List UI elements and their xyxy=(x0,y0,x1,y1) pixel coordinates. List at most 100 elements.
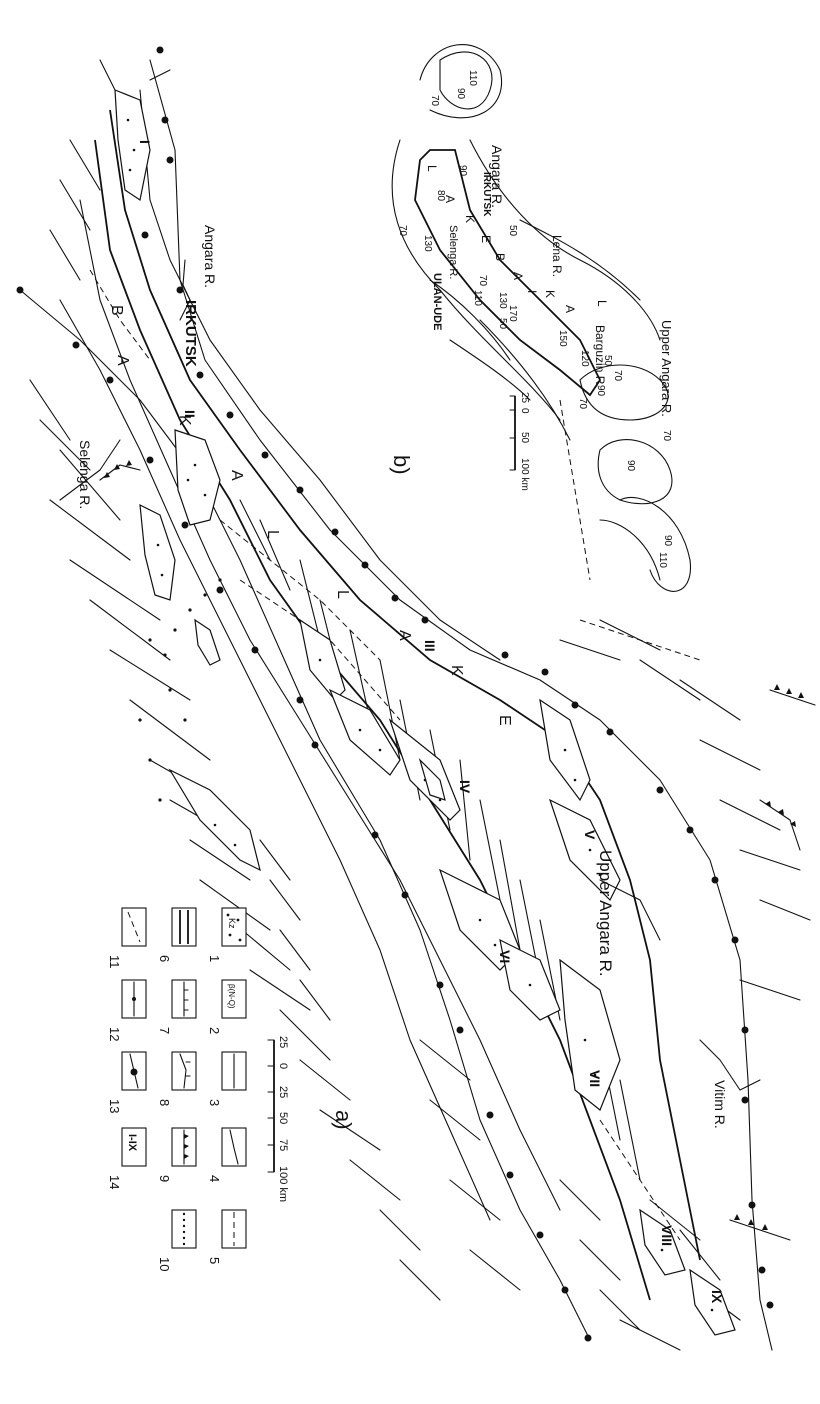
label-barguzin-b: Barguzin R. xyxy=(593,325,607,388)
legend-number: 14 xyxy=(107,1175,122,1189)
lake-letter-b: A xyxy=(511,272,525,280)
legend-number: 8 xyxy=(157,1099,172,1106)
contour-value: 110 xyxy=(467,70,478,86)
label-upper-angara-a: Upper Angara R. xyxy=(596,850,615,977)
contour-value: 90 xyxy=(595,385,606,397)
lake-letter: K xyxy=(448,665,465,676)
lake-baikal-letters-b: L A K E B A I K A L xyxy=(425,165,609,313)
lake-baikal-letters-a: B A K A L L A K E xyxy=(108,305,513,726)
lake-letter: A xyxy=(228,470,245,481)
contour-value: 90 xyxy=(662,535,673,547)
basin-numerals: I II III IV V VI VII VIII IX xyxy=(137,140,725,1304)
contour-value: 170 xyxy=(507,305,518,322)
contour-value: 90 xyxy=(455,88,466,100)
lake-letter: L xyxy=(334,590,351,599)
lake-letter: B xyxy=(108,305,125,316)
lake-letter: A xyxy=(114,355,131,366)
contour-value: 110 xyxy=(657,552,668,568)
legend: Kz β(N-Q) I-IX 1 2 3 4 5 xyxy=(107,907,247,1271)
label-irkutsk-b: IRKUTSK xyxy=(481,172,492,217)
contour-value: 90 xyxy=(625,460,636,472)
label-upper-angara-b: Upper Angara R. xyxy=(659,320,674,417)
rift-boundary-south xyxy=(16,286,592,1342)
basin-numeral: VIII xyxy=(659,1225,675,1246)
basin-numeral: I xyxy=(137,140,153,144)
label-selenga-a: Selenga R. xyxy=(77,440,93,509)
lake-letter-b: I xyxy=(525,290,539,293)
scale-tick-b: 100 km xyxy=(519,458,530,491)
legend-number: 3 xyxy=(207,1099,222,1106)
label-vitim-a: Vitim R. xyxy=(712,1080,728,1129)
contour-value: 130 xyxy=(422,235,433,252)
lake-letter-b: L xyxy=(595,300,609,307)
contour-value: 110 xyxy=(472,290,483,306)
basin-numeral: IX xyxy=(709,1290,725,1304)
legend-number: 4 xyxy=(207,1175,222,1182)
legend-box-10 xyxy=(171,1209,197,1249)
label-angara-a: Angara R. xyxy=(202,225,218,288)
legend-symbol-14-text: I-IX xyxy=(126,1134,138,1152)
contour-values-b: 70 110 90 90 80 70 130 50 50 110 70 130 … xyxy=(397,70,673,568)
dashed-faults xyxy=(89,269,701,1241)
label-irkutsk-a: IRKUTSK xyxy=(182,300,199,367)
legend-box-4 xyxy=(221,1127,247,1167)
legend-symbol-1-text: Kz xyxy=(227,918,237,929)
dotted-fault-belt xyxy=(138,578,222,802)
contour-value: 70 xyxy=(429,95,440,107)
main-faults xyxy=(59,89,701,1301)
contour-value: 120 xyxy=(579,350,590,367)
scale-tick-b: 50 xyxy=(519,432,530,444)
lake-letter-b: B xyxy=(493,253,507,261)
lake-letter-b: A xyxy=(443,195,457,203)
basin-numeral: V xyxy=(582,830,598,840)
contour-value: 50 xyxy=(507,225,518,237)
contour-value: 90 xyxy=(457,165,468,177)
basin-numeral: III xyxy=(422,640,438,652)
legend-number: 13 xyxy=(107,1099,122,1113)
label-angara-b: Angara R. xyxy=(489,145,505,208)
legend-box-11 xyxy=(121,907,147,947)
scale-tick-b: 25 xyxy=(519,392,530,404)
minor-faults xyxy=(29,59,811,1351)
dashed-boundary-b xyxy=(559,399,591,581)
legend-number: 2 xyxy=(207,1027,222,1034)
scale-tick: 100 km xyxy=(277,1166,289,1202)
contours-b xyxy=(391,44,691,592)
basin-numeral: VII xyxy=(587,1070,603,1087)
legend-number: 5 xyxy=(207,1257,222,1264)
basin-stipple xyxy=(126,118,714,1312)
contour-value: 70 xyxy=(477,275,488,287)
contour-value: 150 xyxy=(557,330,568,347)
label-selenga-b: Selenga R. xyxy=(447,225,459,279)
lake-letter: K xyxy=(176,415,193,426)
legend-box-6 xyxy=(171,907,197,947)
lake-letter: L xyxy=(264,530,281,539)
legend-number: 10 xyxy=(157,1257,172,1271)
panel-label-b: b) xyxy=(389,455,414,475)
lake-outline-b xyxy=(414,149,602,397)
contour-value: 70 xyxy=(397,225,408,237)
legend-number: 9 xyxy=(157,1175,172,1182)
contour-value: 70 xyxy=(577,398,588,410)
legend-number: 7 xyxy=(157,1027,172,1034)
map-a: IRKUTSK Angara R. Selenga R. Upper Angar… xyxy=(16,46,816,1351)
lake-letter-b: E xyxy=(479,235,493,243)
legend-symbol-1 xyxy=(226,913,242,942)
rift-basins xyxy=(114,89,736,1336)
scale-tick: 75 xyxy=(277,1139,289,1151)
panel-label-a: a) xyxy=(331,1110,356,1130)
legend-box-14 xyxy=(121,1127,147,1167)
lake-letter-b: L xyxy=(425,165,439,172)
contour-value: 70 xyxy=(612,370,623,382)
lake-letter: E xyxy=(496,715,513,726)
basin-numeral: VI xyxy=(497,950,513,963)
lake-letter-b: A xyxy=(563,305,577,313)
rivers-map-a xyxy=(59,259,761,1091)
scale-tick: 25 xyxy=(277,1036,289,1048)
contour-value: 70 xyxy=(661,430,672,442)
label-lena-b: Lena R. xyxy=(550,235,564,277)
label-ulan-ude-b: ULAN-UDE xyxy=(431,273,443,330)
contour-value: 50 xyxy=(602,355,613,367)
scale-tick: 25 xyxy=(277,1086,289,1098)
